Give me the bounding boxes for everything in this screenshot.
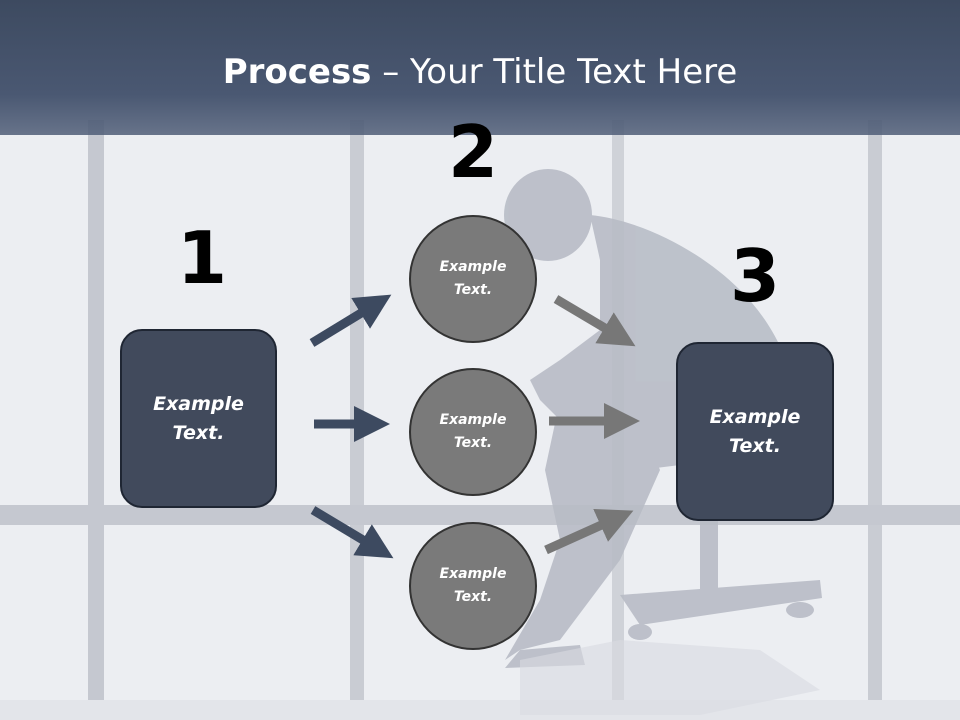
step-number-1: 1	[177, 216, 228, 300]
title-band	[0, 0, 960, 135]
arrow-1-to-bottom	[310, 506, 394, 559]
arrow-top-to-3	[553, 295, 636, 347]
title-rest: – Your Title Text Here	[371, 52, 738, 92]
arrow-1-to-top	[309, 294, 392, 347]
slide-title: Process – Your Title Text Here	[0, 52, 960, 92]
step-2-circle-top: Example Text.	[409, 215, 537, 343]
step-number-3: 3	[730, 234, 781, 318]
title-bold: Process	[222, 52, 372, 92]
step-2-circle-bottom: Example Text.	[409, 522, 537, 650]
step-3-box: Example Text.	[676, 342, 834, 521]
step-2-circle-middle: Example Text.	[409, 368, 537, 496]
step-1-box: Example Text.	[120, 329, 277, 508]
arrow-bottom-to-3	[544, 508, 634, 555]
step-number-2: 2	[448, 110, 499, 194]
